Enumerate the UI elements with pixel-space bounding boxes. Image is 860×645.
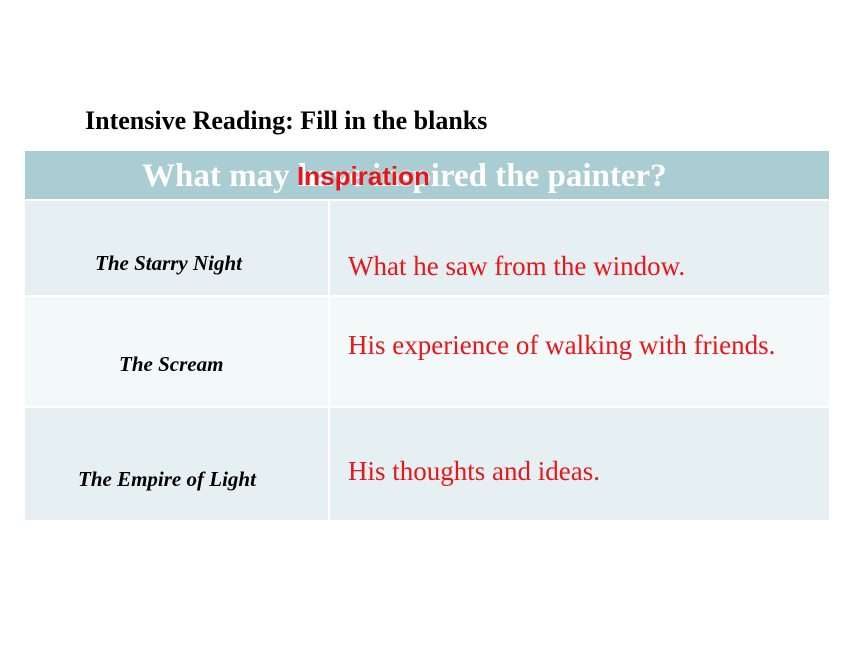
table-row: The Starry Night What he saw from the wi… <box>25 199 829 295</box>
page-title: Intensive Reading: Fill in the blanks <box>85 106 488 135</box>
header-overlay-label: Inspiration <box>297 161 430 191</box>
painting-name: The Starry Night <box>95 251 243 275</box>
inspiration-answer: What he saw from the window. <box>348 251 686 281</box>
painting-cell: The Starry Night <box>25 201 330 295</box>
inspiration-table: What may have inspired the painter? Insp… <box>25 151 829 520</box>
table-row: The Scream His experience of walking wit… <box>25 295 829 406</box>
painting-cell: The Empire of Light <box>25 408 330 520</box>
inspiration-answer: His thoughts and ideas. <box>348 456 600 486</box>
painting-name: The Scream <box>119 352 224 376</box>
inspiration-answer: His experience of walking with friends. <box>348 330 776 360</box>
painting-cell: The Scream <box>25 297 330 406</box>
table-header: What may have inspired the painter? Insp… <box>25 151 829 199</box>
painting-name: The Empire of Light <box>78 467 256 491</box>
table-row: The Empire of Light His thoughts and ide… <box>25 406 829 520</box>
header-question: What may have inspired the painter? <box>142 158 667 194</box>
